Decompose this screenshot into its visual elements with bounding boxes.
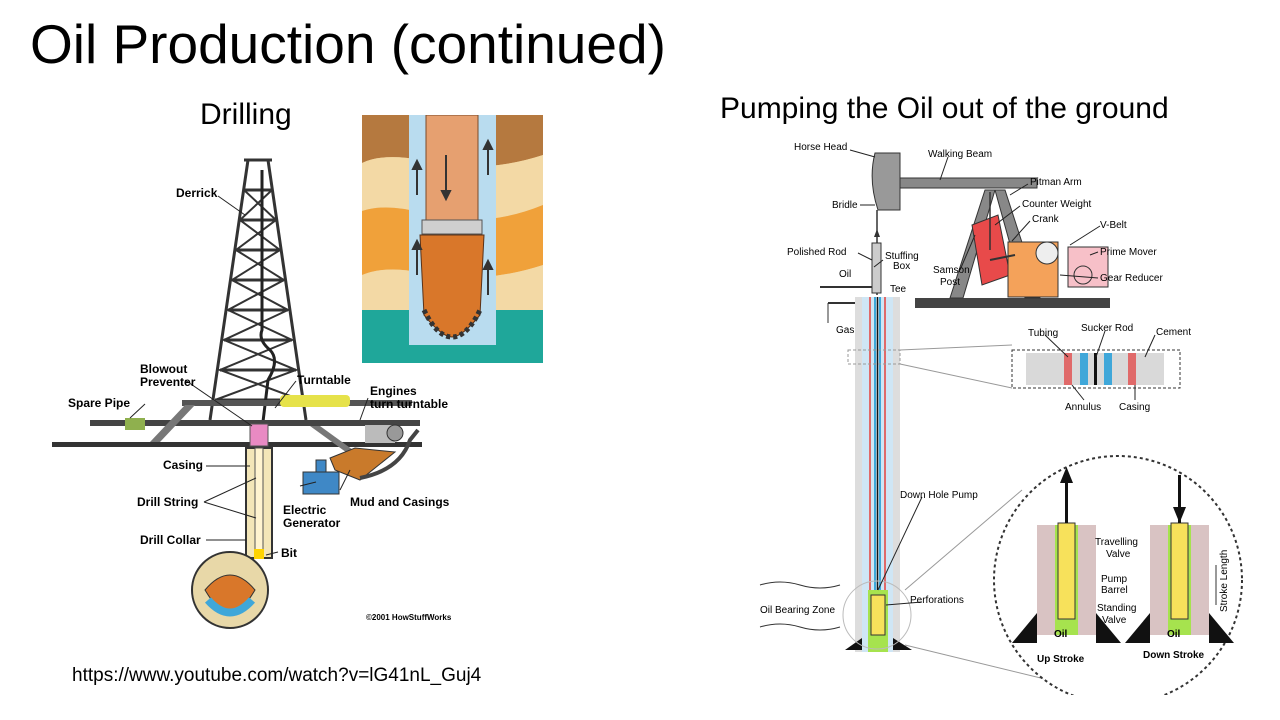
down-stroke-label: Down Stroke xyxy=(1143,650,1205,661)
pump-barrel-label-1: Pump xyxy=(1101,574,1128,585)
horse-head xyxy=(871,152,901,211)
standing-valve-label-1: Standing xyxy=(1097,603,1136,614)
down-stroke-pump xyxy=(1125,475,1234,643)
v-belt-label: V-Belt xyxy=(1100,220,1127,231)
spare-pipe-label: Spare Pipe xyxy=(68,396,130,410)
walking-beam xyxy=(891,177,1038,189)
tricone-bit xyxy=(419,234,485,338)
standing-valve-label-2: Valve xyxy=(1102,615,1127,626)
perforations-label: Perforations xyxy=(910,595,964,606)
engines-label-1: Engines xyxy=(370,384,417,398)
horse-head-label: Horse Head xyxy=(794,142,847,153)
oil-bearing-zone-label: Oil Bearing Zone xyxy=(760,605,835,616)
cement-label: Cement xyxy=(1156,327,1191,338)
drill-pipe xyxy=(425,115,479,226)
blowout-label-1: Blowout xyxy=(140,362,187,376)
blowout-preventer-unit xyxy=(249,423,269,447)
polished-rod-label: Polished Rod xyxy=(787,247,846,258)
spare-pipe-stack xyxy=(125,418,145,430)
engines-label-2: turn turntable xyxy=(370,397,448,411)
samson-post-label-1: Samson xyxy=(933,265,970,276)
turntable-label: Turntable xyxy=(297,373,351,387)
prime-mover xyxy=(1067,246,1109,288)
wellbore xyxy=(842,297,912,652)
crank-label: Crank xyxy=(1032,214,1060,225)
pumpjack-diagram: Horse Head Walking Beam Pitman Arm Count… xyxy=(759,142,1243,695)
travelling-valve-label-1: Travelling xyxy=(1095,537,1138,548)
stuffing-box-label-1: Stuffing xyxy=(885,251,919,262)
derrick-tower xyxy=(208,158,308,421)
mud-and-casings-hose xyxy=(329,428,420,481)
stroke-length-label: Stroke Length xyxy=(1219,550,1230,612)
prime-mover-label: Prime Mover xyxy=(1100,247,1157,258)
drilling-heading: Drilling xyxy=(200,98,292,131)
pumping-heading: Pumping the Oil out of the ground xyxy=(720,92,1169,125)
sucker-rod-label: Sucker Rod xyxy=(1081,323,1133,334)
turntable-equipment xyxy=(280,395,350,407)
gas-label: Gas xyxy=(836,325,854,336)
counter-weight-label: Counter Weight xyxy=(1022,199,1092,210)
down-stroke-oil-label: Oil xyxy=(1167,629,1181,640)
casing-label-right: Casing xyxy=(1119,402,1150,413)
stuffing-box-label-2: Box xyxy=(893,261,910,272)
blowout-label-2: Preventer xyxy=(140,375,196,389)
bridle-label: Bridle xyxy=(832,200,858,211)
derrick-label: Derrick xyxy=(176,186,218,200)
up-stroke-oil-label: Oil xyxy=(1054,629,1068,640)
down-hole-pump-label: Down Hole Pump xyxy=(900,490,978,501)
electric-generator-unit xyxy=(302,459,340,495)
drill-cable xyxy=(259,170,276,431)
slide-title: Oil Production (continued) xyxy=(30,13,666,75)
casing-label: Casing xyxy=(163,458,203,472)
bit-label: Bit xyxy=(281,546,297,560)
drill-string-label: Drill String xyxy=(137,495,198,509)
annulus-label: Annulus xyxy=(1065,402,1101,413)
electric-label-1: Electric xyxy=(283,503,327,517)
rig-platform xyxy=(52,395,422,455)
stroke-zoom-circle xyxy=(904,455,1243,695)
gear-reducer-label: Gear Reducer xyxy=(1100,273,1163,284)
travelling-valve-label-2: Valve xyxy=(1106,549,1131,560)
borehole xyxy=(245,447,273,559)
drilling-rig-diagram: Derrick Blowout Preventer Turntable Engi… xyxy=(52,158,452,629)
oil-outlet-label: Oil xyxy=(839,269,851,280)
pitman-arm-label: Pitman Arm xyxy=(1030,177,1082,188)
up-stroke-pump xyxy=(1012,467,1121,643)
electric-label-2: Generator xyxy=(283,516,341,530)
counter-weight xyxy=(971,214,1011,286)
cross-section-callout xyxy=(847,344,1181,389)
walking-beam-label: Walking Beam xyxy=(928,149,992,160)
up-stroke-label: Up Stroke xyxy=(1037,654,1085,665)
pump-barrel-label-2: Barrel xyxy=(1101,585,1128,596)
copyright-label: ©2001 HowStuffWorks xyxy=(366,613,452,622)
tee-label: Tee xyxy=(890,284,907,295)
tubing-label: Tubing xyxy=(1028,328,1058,339)
samson-post-label-2: Post xyxy=(940,277,960,288)
drill-collar-label: Drill Collar xyxy=(140,533,201,547)
video-link[interactable]: https://www.youtube.com/watch?v=lG41nL_G… xyxy=(72,665,482,686)
drill-bit-illustration xyxy=(362,115,543,363)
mud-label: Mud and Casings xyxy=(350,495,450,509)
